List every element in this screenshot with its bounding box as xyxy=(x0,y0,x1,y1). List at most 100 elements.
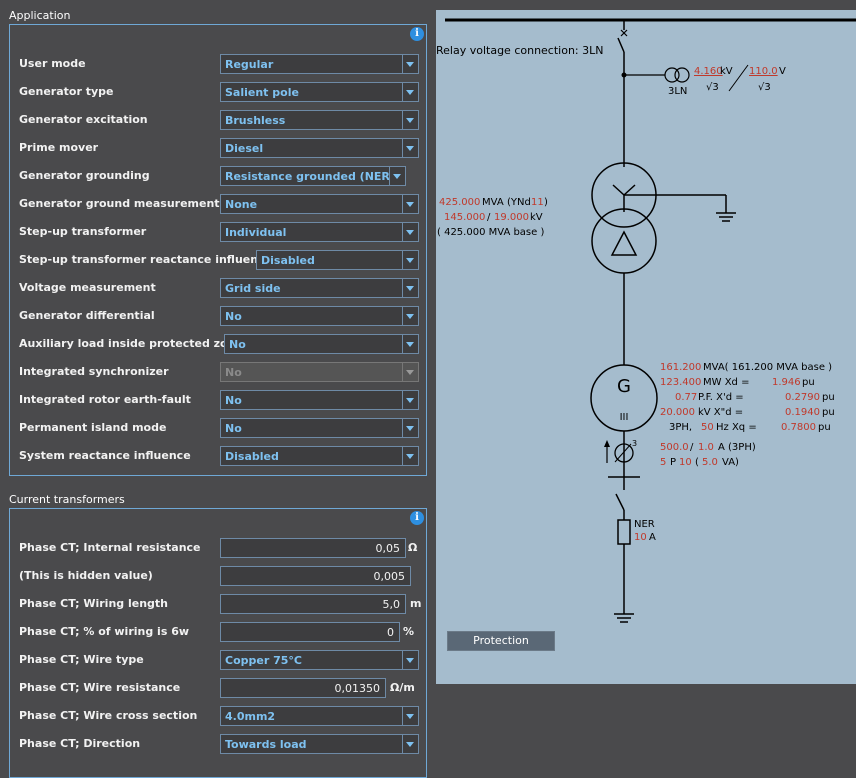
protection-button[interactable]: Protection xyxy=(447,631,555,651)
vt-secondary: 110.0 xyxy=(749,66,778,77)
ct-hidden-value-label: (This is hidden value) xyxy=(19,569,153,582)
app-row-select[interactable]: Regular xyxy=(220,54,419,74)
current-transformer-icon xyxy=(614,443,634,463)
chevron-down-icon[interactable] xyxy=(402,447,418,465)
app-row: User mode Regular xyxy=(10,54,426,74)
chevron-down-icon[interactable] xyxy=(402,223,418,241)
ner-unit: A xyxy=(649,532,656,543)
chevron-down-icon[interactable] xyxy=(402,251,418,269)
vt-primary: 4.160 xyxy=(694,66,723,77)
ner-label: NER xyxy=(634,519,655,530)
app-row-select[interactable]: No xyxy=(220,390,419,410)
info-icon[interactable]: i xyxy=(410,511,424,525)
ct-direction-row: Phase CT; Direction Towards load xyxy=(10,734,426,754)
gen-kv-text: kV X"d = xyxy=(698,407,743,418)
ct-direction-label: Phase CT; Direction xyxy=(19,737,141,750)
ct-internal-resistance-label: Phase CT; Internal resistance xyxy=(19,541,201,554)
chevron-down-icon[interactable] xyxy=(402,307,418,325)
ct-class-alf: 10 xyxy=(679,457,692,468)
transformer-delta-winding xyxy=(591,208,657,274)
ct-hidden-value-input[interactable]: 0,005 xyxy=(220,566,411,586)
app-row-select[interactable]: No xyxy=(224,334,419,354)
ct-wire-resistance-row: Phase CT; Wire resistance 0,01350 Ω/m xyxy=(10,678,426,698)
ct-wiring-length-row: Phase CT; Wiring length 5,0 m xyxy=(10,594,426,614)
chevron-down-icon[interactable] xyxy=(402,735,418,753)
chevron-down-icon[interactable] xyxy=(402,419,418,437)
app-row: Generator type Salient pole xyxy=(10,82,426,102)
chevron-down-icon[interactable] xyxy=(402,707,418,725)
ct-wiring-length-input[interactable]: 5,0 xyxy=(220,594,406,614)
ct-wire-type-select[interactable]: Copper 75°C xyxy=(220,650,419,670)
disconnector-switch xyxy=(617,37,625,53)
chevron-down-icon[interactable] xyxy=(402,83,418,101)
ct-internal-resistance-input[interactable]: 0,05 xyxy=(220,538,406,558)
ct-wire-cross-section-label: Phase CT; Wire cross section xyxy=(19,709,198,722)
gen-xd: 1.946 xyxy=(772,377,801,388)
app-row-select[interactable]: Individual xyxy=(220,222,419,242)
ct-class-p: 5 xyxy=(660,457,666,468)
generator-symbol: G xyxy=(617,376,631,397)
ct-wire-resistance-label: Phase CT; Wire resistance xyxy=(19,681,181,694)
app-row: Permanent island mode No xyxy=(10,418,426,438)
info-icon[interactable]: i xyxy=(410,27,424,41)
chevron-down-icon[interactable] xyxy=(402,195,418,213)
app-row-select[interactable]: Brushless xyxy=(220,110,419,130)
gen-mw-text: MW Xd = xyxy=(703,377,749,388)
tr-lv: 19.000 xyxy=(494,212,529,223)
ct-wire-resistance-input[interactable]: 0,01350 xyxy=(220,678,386,698)
single-line-diagram: 3LN 4.160 kV √3 110.0 V √3 Relay voltage… xyxy=(436,10,856,684)
ct-ratio-primary: 500.0 xyxy=(660,442,689,453)
app-row-label: Generator differential xyxy=(19,309,155,322)
app-row: Generator differential No xyxy=(10,306,426,326)
ct-wiring-6w-input[interactable]: 0 xyxy=(220,622,400,642)
tr-slash: / xyxy=(487,212,491,223)
app-row-label: Prime mover xyxy=(19,141,99,154)
app-row-select[interactable]: Grid side xyxy=(220,278,419,298)
ct-wire-cross-section-select[interactable]: 4.0mm2 xyxy=(220,706,419,726)
app-row: Generator excitation Brushless xyxy=(10,110,426,130)
app-row-select[interactable]: No xyxy=(220,306,419,326)
unit-label: % xyxy=(403,625,415,638)
gen-phase-text: 3PH, xyxy=(669,422,692,433)
ct-ratio-sep: / xyxy=(690,442,694,453)
app-row-label: Generator excitation xyxy=(19,113,148,126)
unit-label: Ω xyxy=(408,541,418,554)
chevron-down-icon[interactable] xyxy=(402,391,418,409)
chevron-down-icon[interactable] xyxy=(402,55,418,73)
app-row-select[interactable]: No xyxy=(220,418,419,438)
app-row-select[interactable]: Diesel xyxy=(220,138,419,158)
ct-class-va: 5.0 xyxy=(702,457,718,468)
app-row-label: User mode xyxy=(19,57,86,70)
ct-wiring-6w-label: Phase CT; % of wiring is 6w xyxy=(19,625,190,638)
chevron-down-icon[interactable] xyxy=(402,335,418,353)
app-row-select[interactable]: Disabled xyxy=(256,250,419,270)
app-row-select[interactable]: Resistance grounded (NER) xyxy=(220,166,406,186)
app-row-label: Integrated synchronizer xyxy=(19,365,169,378)
app-row-select[interactable]: Salient pole xyxy=(220,82,419,102)
chevron-down-icon[interactable] xyxy=(402,279,418,297)
chevron-down-icon[interactable] xyxy=(402,139,418,157)
gen-pf-text: P.F. X'd = xyxy=(698,392,744,403)
vt-secondary-unit: V xyxy=(779,66,786,77)
ct-wire-type-label: Phase CT; Wire type xyxy=(19,653,144,666)
app-row-label: Permanent island mode xyxy=(19,421,167,434)
chevron-down-icon[interactable] xyxy=(402,651,418,669)
tr-paren: ) xyxy=(544,197,548,208)
app-row-label: Generator type xyxy=(19,85,114,98)
gen-xd2: 0.1940 xyxy=(785,407,820,418)
chevron-down-icon[interactable] xyxy=(402,111,418,129)
app-row-label: Auxiliary load inside protected zone xyxy=(19,337,243,350)
vt-sqrt-2: √3 xyxy=(758,82,771,93)
ner-value: 10 xyxy=(634,532,647,543)
chevron-down-icon[interactable] xyxy=(389,167,405,185)
ct-wiring-6w-row: Phase CT; % of wiring is 6w 0 % xyxy=(10,622,426,642)
app-row-select[interactable]: None xyxy=(220,194,419,214)
app-row-select[interactable]: Disabled xyxy=(220,446,419,466)
ct-direction-select[interactable]: Towards load xyxy=(220,734,419,754)
